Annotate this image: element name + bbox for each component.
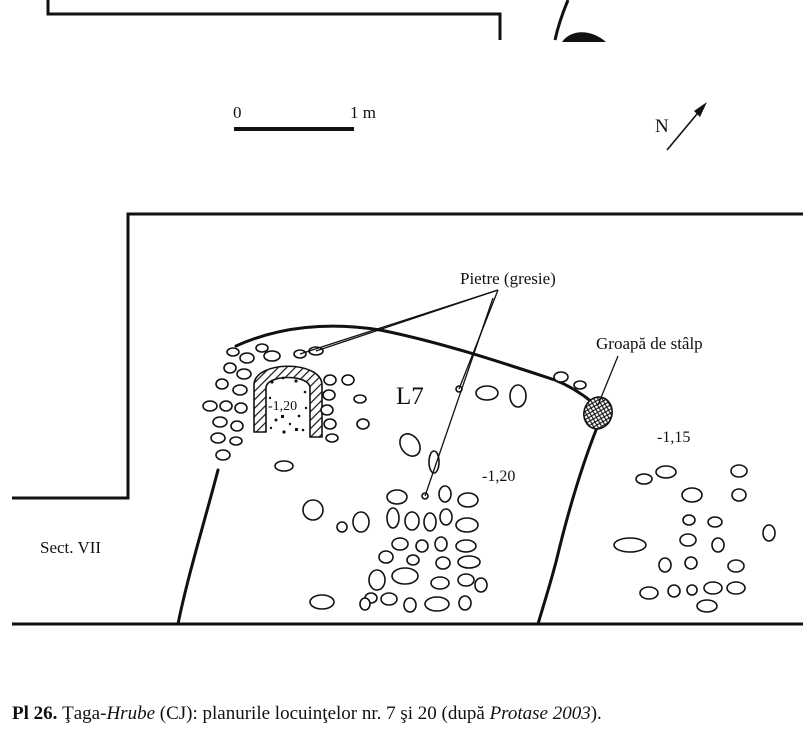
scale-bar-start-label: 0 xyxy=(233,103,242,122)
post-hole xyxy=(583,396,613,430)
section-label: Sect. VII xyxy=(40,538,101,557)
trench-boundary xyxy=(12,212,803,626)
caption-end: ). xyxy=(590,703,602,724)
upper-trench-outline xyxy=(46,0,570,41)
upper-feature-mound xyxy=(562,32,606,42)
stones xyxy=(202,343,776,613)
leader-lines xyxy=(299,289,619,497)
north-label: N xyxy=(655,116,669,137)
plate-number: Pl 26. xyxy=(12,703,58,724)
hearth-depth-label: -1,20 xyxy=(268,399,297,414)
caption-site-subname: Hrube xyxy=(106,703,156,724)
caption-site-name: Ţaga- xyxy=(62,703,107,724)
north-arrow-icon: N xyxy=(655,102,707,151)
stones-label: Pietre (gresie) xyxy=(460,269,556,288)
center-depth-label: -1,20 xyxy=(482,468,515,485)
scale-bar-end-label: 1 m xyxy=(350,103,376,122)
right-depth-label: -1,15 xyxy=(657,429,690,446)
excavation-plan: 0 1 m N -1,20 xyxy=(12,0,803,626)
hearth: -1,20 xyxy=(253,365,323,438)
dwelling-outline xyxy=(176,324,600,626)
figure-caption: Pl 26. Ţaga-Hrube (CJ): planurile locuin… xyxy=(12,703,802,725)
caption-text: (CJ): planurile locuinţelor nr. 7 şi 20 … xyxy=(155,703,490,724)
post-hole-label: Groapă de stâlp xyxy=(596,334,703,353)
caption-reference: Protase 2003 xyxy=(489,703,591,724)
scale-bar: 0 1 m xyxy=(233,103,376,131)
dwelling-label: L7 xyxy=(396,383,424,410)
